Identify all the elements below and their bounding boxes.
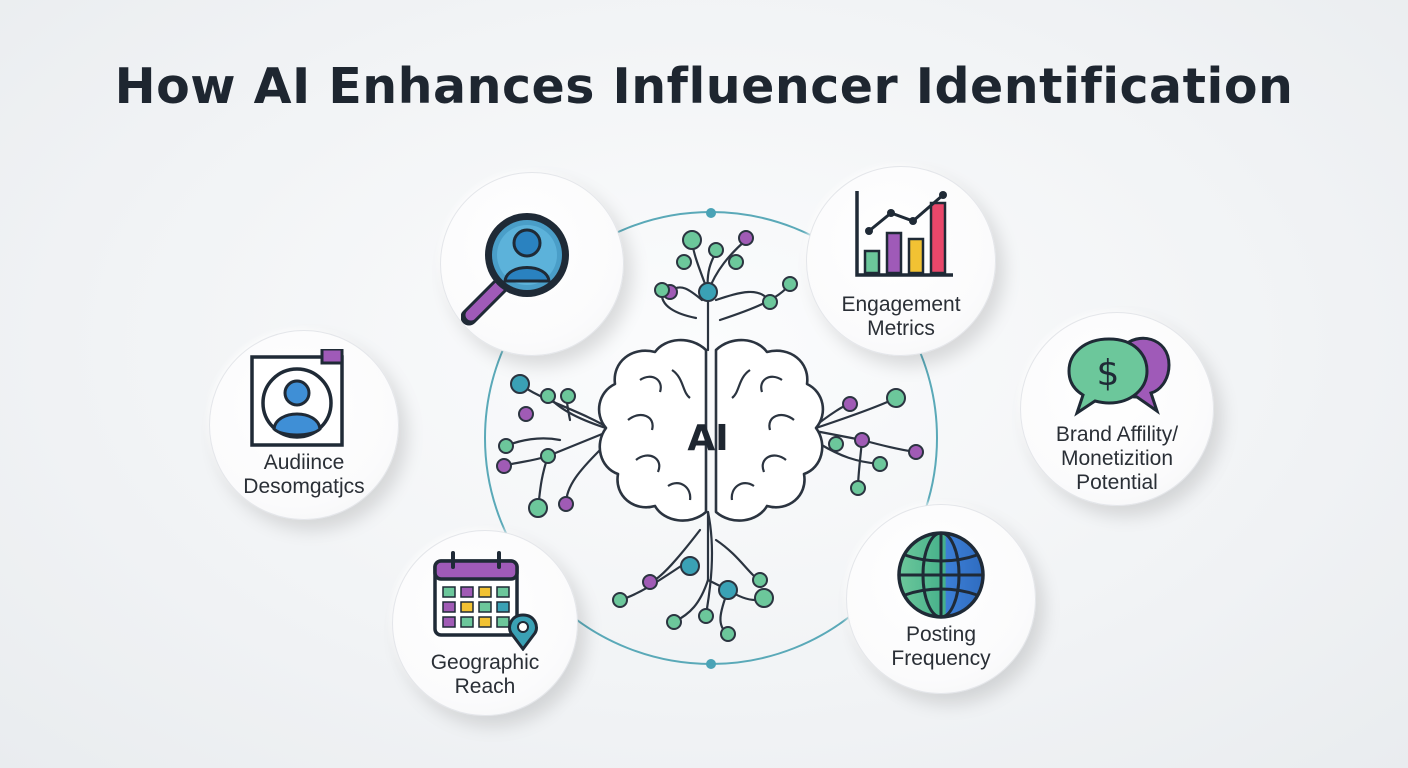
circuit-node: [886, 388, 906, 408]
orbit-dot-top: [706, 208, 716, 218]
page-title: How AI Enhances Influencer Identificatio…: [114, 58, 1294, 115]
circuit-node: [642, 574, 658, 590]
circuit-node: [510, 374, 530, 394]
calendar-cell: [496, 601, 510, 613]
globe-icon: [897, 531, 985, 619]
bar-chart-icon: [855, 191, 953, 277]
circuit-node: [518, 406, 534, 422]
posting-label-line2: Frequency: [891, 647, 991, 670]
circuit-node: [850, 480, 866, 496]
circuit-node: [762, 294, 778, 310]
brand-label-line2: Monetizition: [1060, 447, 1174, 470]
circuit-trace: [504, 437, 562, 448]
calendar-cell: [460, 586, 474, 598]
circuit-node: [528, 498, 548, 518]
circuit-node: [698, 282, 718, 302]
engagement-label-line1: Engagement: [841, 293, 961, 316]
ai-brain-network: AI: [484, 208, 938, 669]
circuit-node: [728, 254, 744, 270]
audience-label-line1: Audiince: [263, 451, 345, 474]
circuit-node: [708, 242, 724, 258]
brand-label-line1: Brand Affility/: [1055, 423, 1179, 446]
audience-demographics-node[interactable]: Audiince Desomgatjcs: [209, 330, 399, 520]
circuit-node: [752, 572, 768, 588]
circuit-node: [782, 276, 798, 292]
calendar-cell: [442, 616, 456, 628]
circuit-trace: [718, 282, 792, 322]
circuit-node: [676, 254, 692, 270]
circuit-node: [498, 438, 514, 454]
brain-icon: [597, 338, 825, 522]
posting-frequency-node[interactable]: Posting Frequency: [846, 504, 1036, 694]
circuit-node: [612, 592, 628, 608]
circuit-node: [680, 556, 700, 576]
magnifier-person-icon: [461, 213, 569, 326]
orbit-dot-bottom: [706, 659, 716, 669]
calendar-pin-icon: [433, 551, 538, 651]
circuit-node: [666, 614, 682, 630]
circuit-trace: [714, 538, 762, 582]
circuit-node: [698, 608, 714, 624]
audience-label-line2: Desomgatjcs: [243, 475, 365, 498]
circuit-node: [720, 626, 736, 642]
circuit-trace: [714, 290, 772, 304]
circuit-node: [540, 448, 556, 464]
dollar-chat-icon: $: [1067, 336, 1171, 417]
calendar-cell: [478, 616, 492, 628]
circuit-node: [854, 432, 870, 448]
circuit-node: [540, 388, 556, 404]
circuit-node: [718, 580, 738, 600]
calendar-cell: [478, 601, 492, 613]
geographic-label-line2: Reach: [454, 675, 516, 698]
center-ai-label: AI: [687, 418, 728, 459]
calendar-cell: [442, 586, 456, 598]
influencer-search-node[interactable]: [440, 172, 624, 356]
geographic-label-line1: Geographic: [430, 651, 540, 674]
geographic-reach-node[interactable]: Geographic Reach: [392, 530, 578, 716]
circuit-node: [496, 458, 512, 474]
brand-label-line3: Potential: [1076, 471, 1158, 494]
engagement-label-line2: Metrics: [867, 317, 935, 340]
circuit-node: [560, 388, 576, 404]
engagement-metrics-node[interactable]: Engagement Metrics: [806, 166, 996, 356]
circuit-node: [908, 444, 924, 460]
circuit-trace: [564, 448, 602, 506]
circuit-node: [754, 588, 774, 608]
circuit-trace: [860, 438, 918, 454]
calendar-cell: [460, 601, 474, 613]
calendar-cell: [460, 616, 474, 628]
circuit-node: [842, 396, 858, 412]
circuit-node: [738, 230, 754, 246]
svg-text:$: $: [1097, 353, 1120, 394]
calendar-cell: [442, 601, 456, 613]
circuit-node: [828, 436, 844, 452]
brand-affinity-node[interactable]: $ Brand Affility/ Monetizition Potential: [1020, 312, 1214, 506]
circuit-node: [654, 282, 670, 298]
circuit-node: [558, 496, 574, 512]
calendar-cell: [496, 586, 510, 598]
posting-label-line1: Posting: [905, 623, 977, 646]
profile-frame-icon: [250, 349, 344, 447]
calendar-cell: [496, 616, 510, 628]
calendar-cell: [478, 586, 492, 598]
circuit-node: [682, 230, 702, 250]
circuit-node: [872, 456, 888, 472]
